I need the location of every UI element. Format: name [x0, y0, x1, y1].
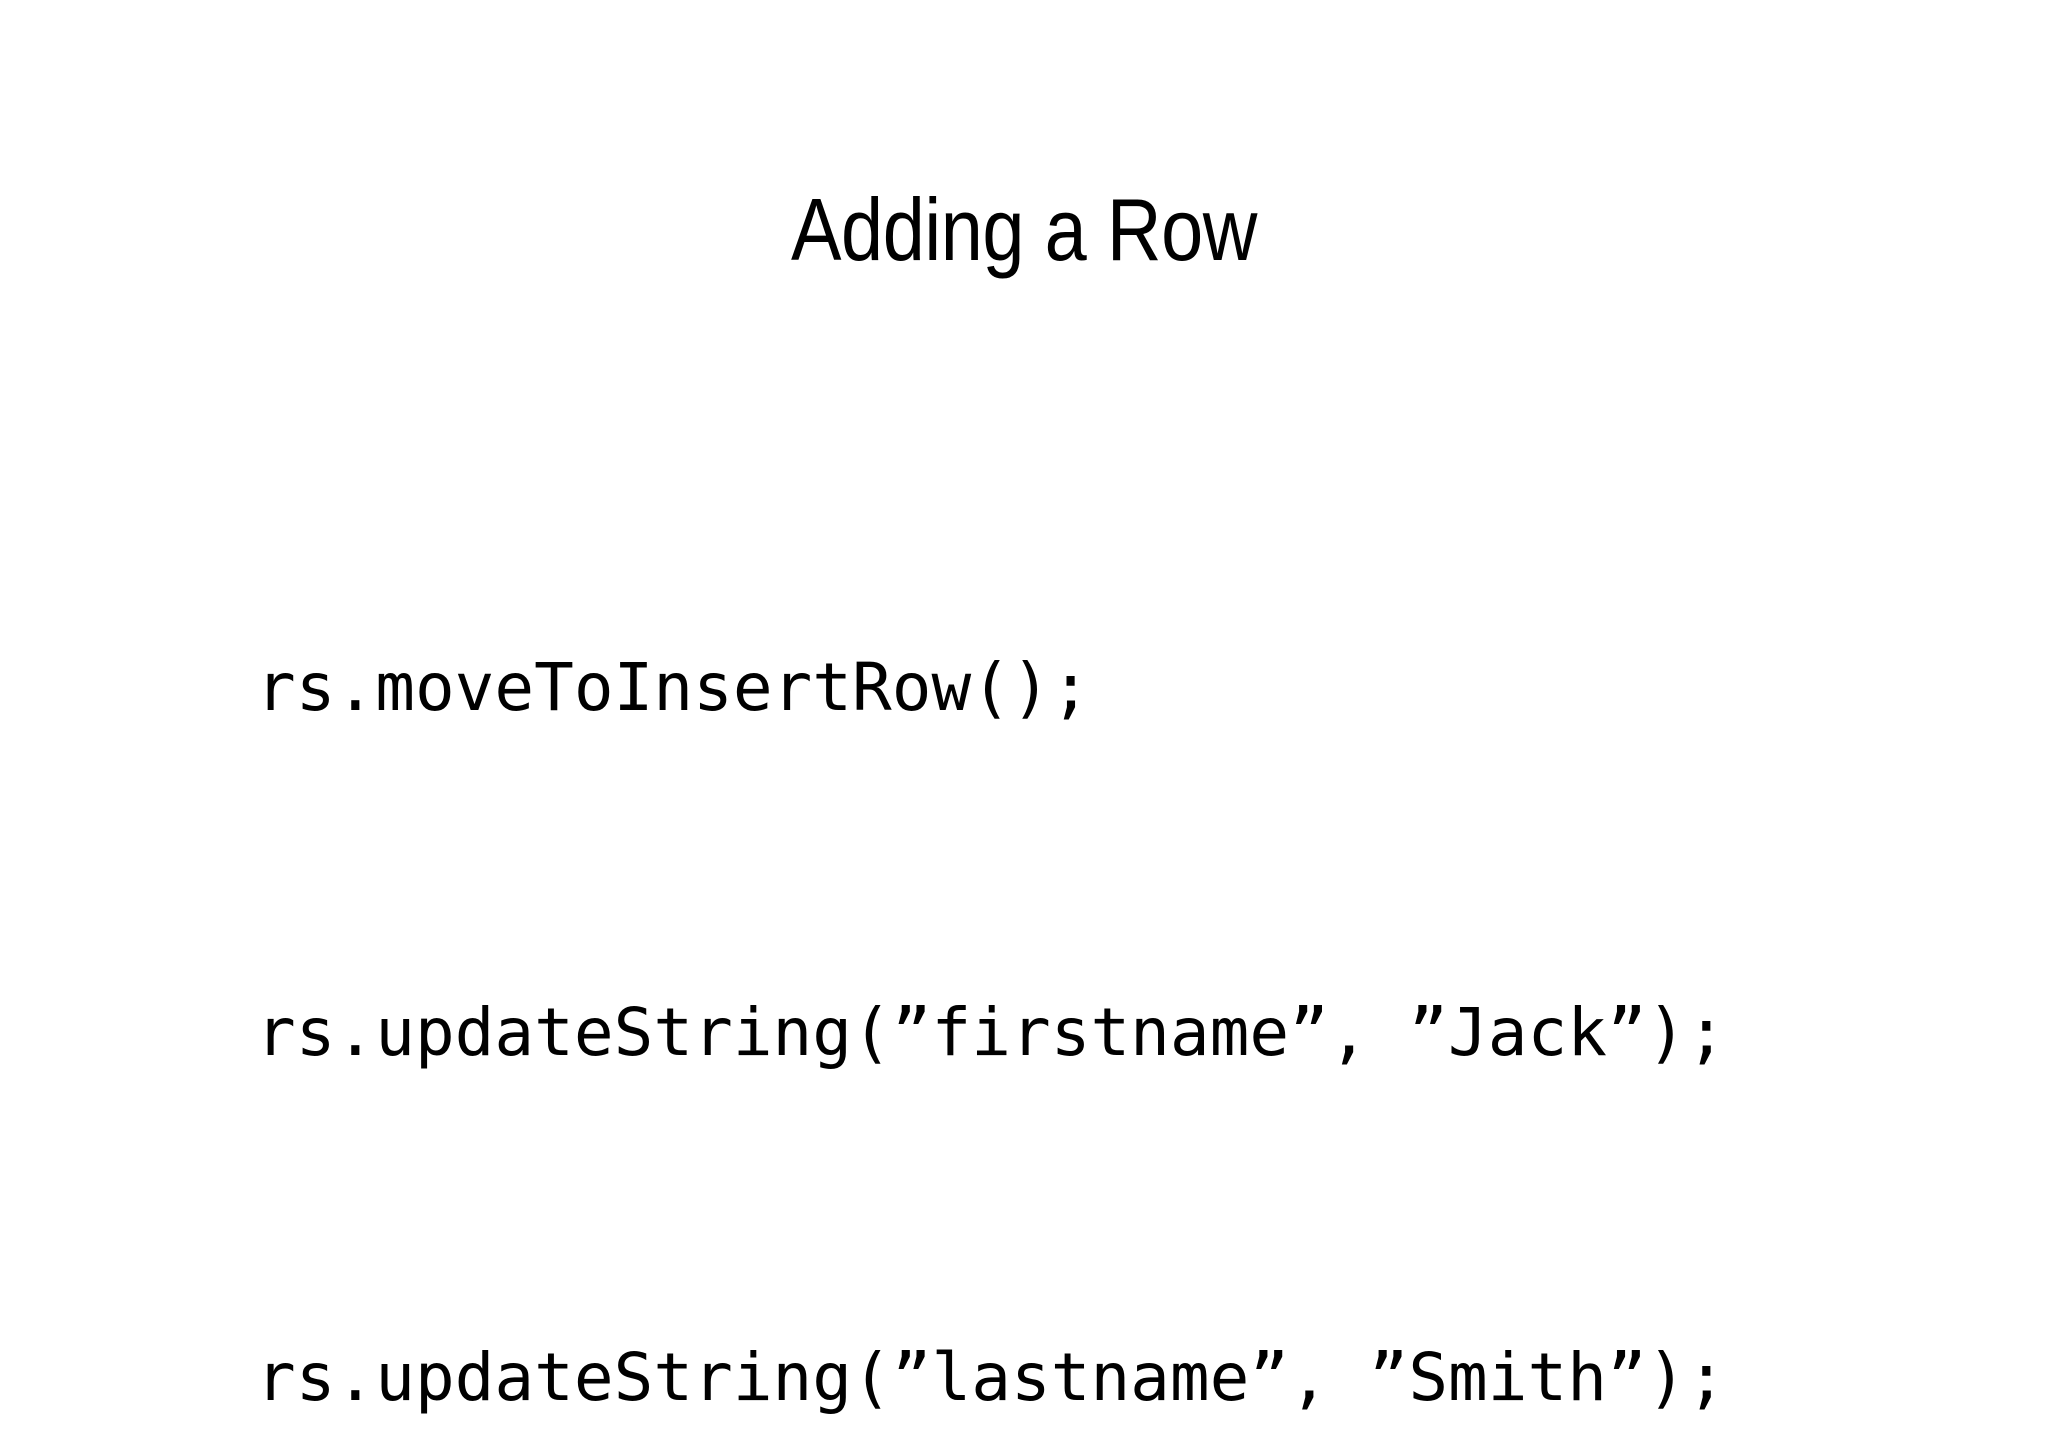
code-block: rs.moveToInsertRow(); rs.updateString(”f… [256, 400, 1876, 1447]
code-line: rs.moveToInsertRow(); [256, 649, 1091, 726]
code-line: rs.updateString(”firstname”, ”Jack”); [256, 994, 1727, 1071]
code-line: rs.updateString(”lastname”, ”Smith”); [256, 1339, 1727, 1416]
page-title: Adding a Row [790, 180, 1258, 279]
